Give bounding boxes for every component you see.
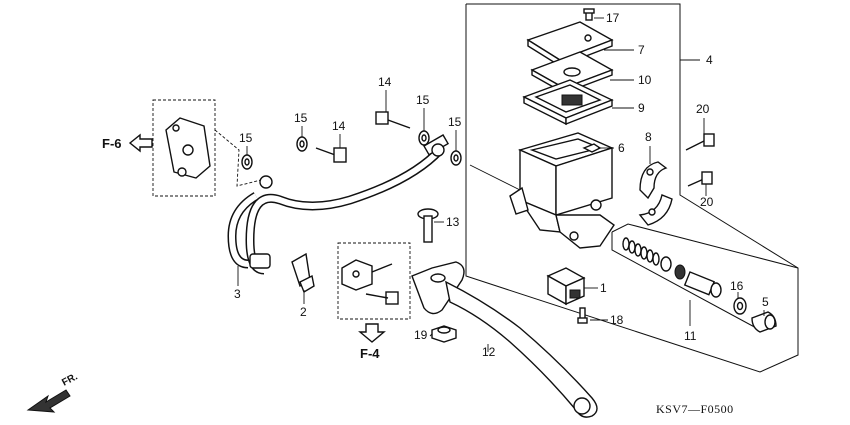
ref-f4: F-4 — [360, 346, 380, 361]
stop-switch — [546, 267, 586, 306]
hose-clamp — [291, 252, 315, 294]
bolt-14-lower — [315, 147, 347, 163]
callout-7: 7 — [638, 43, 645, 57]
brake-hose — [227, 134, 450, 275]
diaphragm — [522, 79, 614, 126]
washer-15-a — [241, 154, 253, 170]
callout-15-c: 15 — [239, 131, 253, 145]
callout-2: 2 — [300, 305, 307, 319]
master-cylinder-body — [469, 132, 615, 249]
f6-arrow-icon — [128, 133, 153, 153]
callout-20-upper: 20 — [696, 102, 710, 116]
f4-arrow-icon — [358, 323, 386, 343]
callouts: 17 7 4 10 9 6 8 20 20 14 15 15 14 15 15 … — [60, 11, 769, 416]
holder-bolt-lower — [687, 171, 713, 187]
callout-18: 18 — [610, 313, 624, 327]
holder-bolt-upper — [685, 133, 715, 151]
callout-4: 4 — [706, 53, 713, 67]
brake-lever — [411, 261, 598, 418]
pivot-bolt — [417, 208, 439, 243]
leader-lines — [237, 17, 765, 352]
callout-9: 9 — [638, 101, 645, 115]
washer-15-d — [450, 150, 462, 166]
holder-clamp — [638, 161, 673, 226]
caliper-reference-box — [152, 99, 262, 197]
front-arrow-icon — [26, 389, 71, 413]
assembly-frame — [465, 3, 799, 373]
callout-15-b: 15 — [294, 111, 308, 125]
callout-15-d: 15 — [448, 115, 462, 129]
callout-5: 5 — [762, 295, 769, 309]
lever-nut — [431, 325, 457, 343]
callout-12: 12 — [482, 345, 496, 359]
washer-16 — [733, 297, 747, 315]
callout-19: 19 — [414, 328, 428, 342]
callout-1: 1 — [600, 281, 607, 295]
callout-3: 3 — [234, 287, 241, 301]
boot-5 — [751, 311, 777, 333]
callout-20-lower: 20 — [700, 195, 714, 209]
bolt-14-upper — [375, 111, 411, 129]
callout-10: 10 — [638, 73, 652, 87]
piston-cups — [660, 256, 722, 298]
callout-6: 6 — [618, 141, 625, 155]
callout-13: 13 — [446, 215, 460, 229]
washer-15-c — [418, 130, 430, 146]
diagram-code: KSV7—F0500 — [656, 402, 734, 416]
callout-17: 17 — [606, 11, 620, 25]
callout-15-a: 15 — [416, 93, 430, 107]
piston-spring — [622, 237, 660, 266]
direction-label: FR. — [60, 371, 80, 388]
callout-8: 8 — [645, 130, 652, 144]
cap-screw — [583, 8, 595, 21]
ref-f6: F-6 — [102, 136, 122, 151]
switch-screw — [577, 307, 588, 324]
piston-frame — [611, 223, 799, 331]
switch-reference-box — [337, 242, 411, 320]
callout-16: 16 — [730, 279, 744, 293]
washer-15-b — [296, 136, 308, 152]
callout-11: 11 — [684, 329, 697, 343]
callout-14-upper: 14 — [378, 75, 392, 89]
callout-14-lower: 14 — [332, 119, 346, 133]
